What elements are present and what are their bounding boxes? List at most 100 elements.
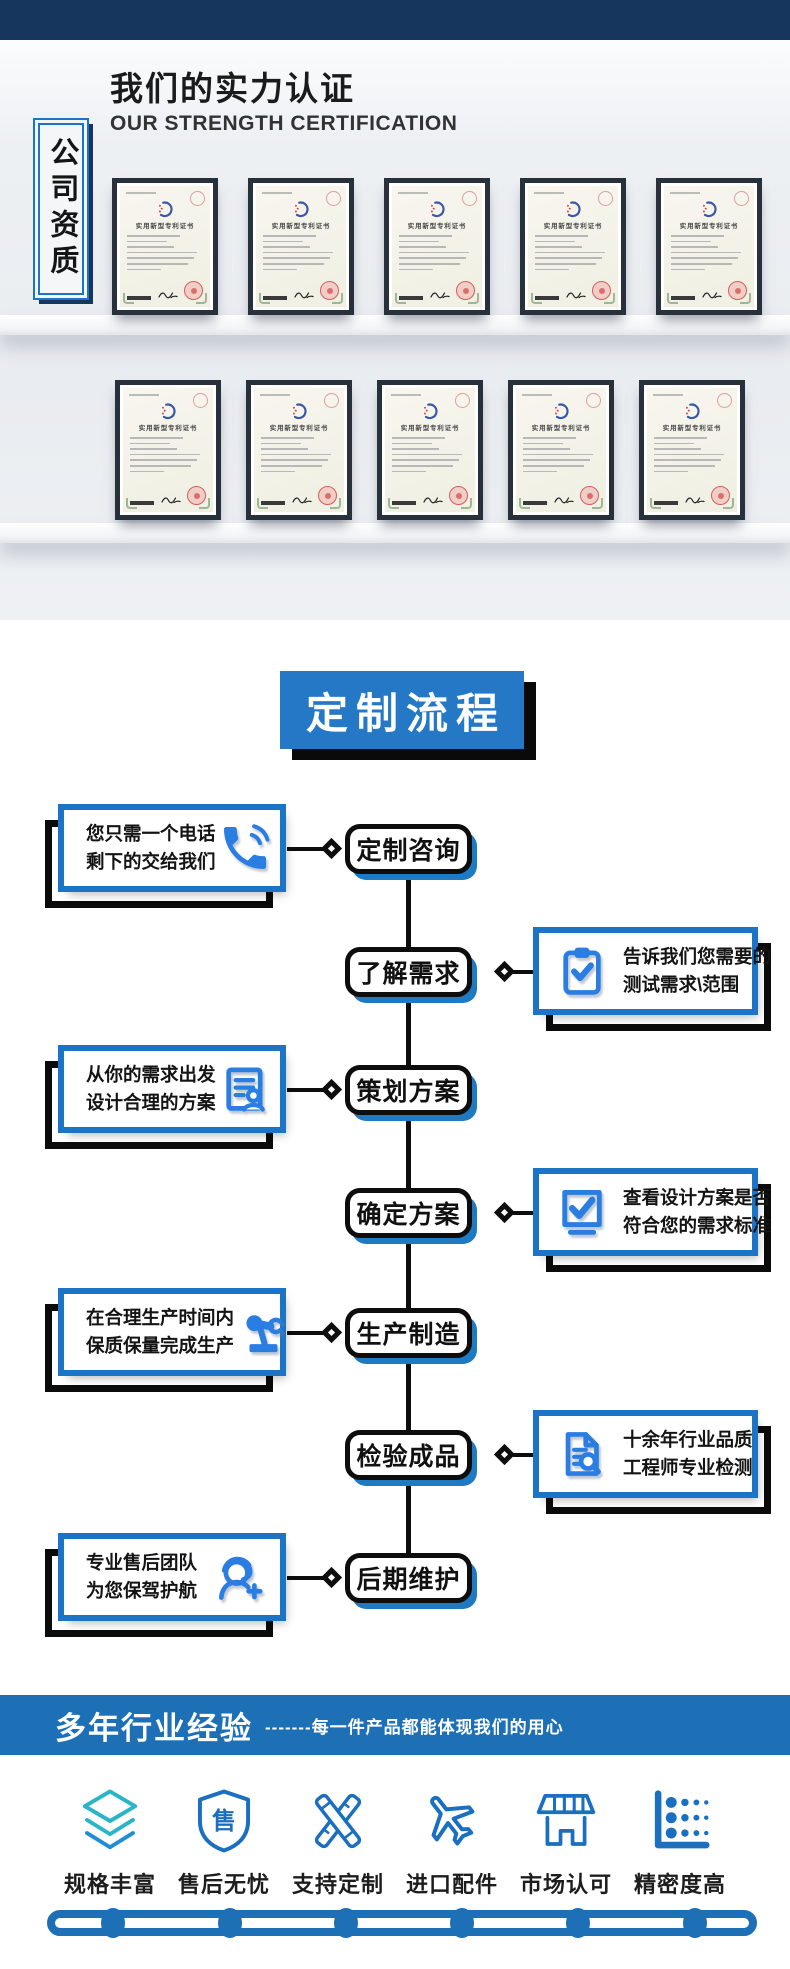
certificate-frame: 实用新型专利证书 xyxy=(246,380,352,520)
corner-ornament xyxy=(519,498,530,509)
flow-node-3: 策划方案 xyxy=(345,1065,472,1115)
step-info-box-7: 专业售后团队为您保驾护航 xyxy=(58,1533,286,1621)
corner-ornament xyxy=(740,293,751,304)
connector-diamond xyxy=(493,1201,516,1224)
certificate-text-lines xyxy=(399,235,475,271)
certificate-paper: 实用新型专利证书 xyxy=(256,186,346,307)
certificate-footer xyxy=(130,486,206,505)
corner-ornament xyxy=(667,293,678,304)
barcode xyxy=(392,501,416,505)
timeline-dot xyxy=(334,1908,358,1938)
corner-ornament xyxy=(395,293,406,304)
cert-shelf-row-1: 实用新型专利证书 xyxy=(112,178,762,315)
corner-ornament xyxy=(461,498,472,509)
cert-shelf-row-2: 实用新型专利证书 xyxy=(115,380,745,520)
robot-arm-icon xyxy=(234,1303,292,1361)
step-info-box-5: 在合理生产时间内保质保量完成生产 xyxy=(58,1288,286,1376)
certificate-stamp-icon xyxy=(193,393,208,408)
certificate-mat: 实用新型专利证书 xyxy=(251,385,347,515)
feature-label: 市场认可 xyxy=(519,1872,612,1897)
barcode xyxy=(130,501,154,505)
feature-label: 进口配件 xyxy=(405,1872,498,1897)
feature-precision: 精密度高 xyxy=(623,1786,737,1899)
corner-ornament xyxy=(592,498,603,509)
certificate-stamp-icon xyxy=(190,191,205,206)
certificate-paper: 实用新型专利证书 xyxy=(516,388,606,512)
signature xyxy=(157,292,178,299)
connector-diamond xyxy=(320,1078,343,1101)
certificate-text-lines xyxy=(127,235,203,271)
barcode xyxy=(523,501,547,505)
certificate-footer xyxy=(261,486,337,505)
barcode xyxy=(535,296,559,300)
corner-ornament xyxy=(468,293,479,304)
corner-ornament xyxy=(199,498,210,509)
certificate-text-lines xyxy=(263,235,339,271)
certificate-mat: 实用新型专利证书 xyxy=(661,183,757,310)
signature xyxy=(565,292,586,299)
certificate-footer xyxy=(392,486,468,505)
experience-title: 多年行业经验 xyxy=(55,1710,253,1746)
certificate-title: 实用新型专利证书 xyxy=(271,223,331,230)
step-info-box-6: 十余年行业品质工程师专业检测 xyxy=(533,1410,758,1498)
certificate-title: 实用新型专利证书 xyxy=(138,425,198,432)
certificate-paper: 实用新型专利证书 xyxy=(123,388,213,512)
barcode xyxy=(399,296,423,300)
certificate-footer xyxy=(399,281,475,300)
side-vertical-label: 公司资质 xyxy=(33,118,89,300)
certificate-title: 实用新型专利证书 xyxy=(135,223,195,230)
corner-ornament xyxy=(332,293,343,304)
certificate-stamp-icon xyxy=(326,191,341,206)
feature-aftersale: 售 售后无忧 xyxy=(167,1786,281,1899)
precision-dots-icon xyxy=(645,1786,715,1856)
certificate-code-line xyxy=(398,192,428,194)
certificate-footer xyxy=(523,486,599,505)
clipboard-check-icon xyxy=(553,942,611,1000)
certificate-code-line xyxy=(262,192,292,194)
feature-market: 市场认可 xyxy=(509,1786,623,1899)
certificate-text-lines xyxy=(261,437,337,473)
connector-diamond xyxy=(493,960,516,983)
certificate-frame: 实用新型专利证书 xyxy=(112,178,218,315)
connector-diamond xyxy=(320,837,343,860)
barcode xyxy=(263,296,287,300)
top-navy-bar xyxy=(0,0,790,40)
step-info-box-1: 您只需一个电话剩下的交给我们 xyxy=(58,804,286,892)
experience-subtitle: -------每一件产品都能体现我们的用心 xyxy=(265,1717,564,1737)
certificate-code-line xyxy=(260,394,290,396)
certificate-paper: 实用新型专利证书 xyxy=(664,186,754,307)
step-description: 您只需一个电话剩下的交给我们 xyxy=(86,823,216,872)
certificate-stamp-icon xyxy=(462,191,477,206)
corner-ornament xyxy=(650,498,661,509)
headset-icon xyxy=(210,1548,268,1606)
certificate-frame: 实用新型专利证书 xyxy=(248,178,354,315)
certificate-frame: 实用新型专利证书 xyxy=(520,178,626,315)
certificate-stamp-icon xyxy=(324,393,339,408)
feature-custom: 支持定制 xyxy=(281,1786,395,1899)
certificate-title: 实用新型专利证书 xyxy=(269,425,329,432)
connector-line xyxy=(287,1576,324,1580)
certificate-footer xyxy=(127,281,203,300)
signature xyxy=(422,497,443,504)
feature-label: 售后无忧 xyxy=(177,1872,270,1897)
certificate-text-lines xyxy=(671,235,747,271)
certificate-text-lines xyxy=(654,437,730,473)
section-title: 我们的实力认证 xyxy=(110,70,355,107)
certificate-mat: 实用新型专利证书 xyxy=(525,183,621,310)
connector-diamond xyxy=(320,1566,343,1589)
certificate-text-lines xyxy=(130,437,206,473)
certificate-stamp-icon xyxy=(734,191,749,206)
certificate-code-line xyxy=(391,394,421,396)
certificate-stamp-icon xyxy=(586,393,601,408)
flow-node-5: 生产制造 xyxy=(345,1308,472,1358)
shelf xyxy=(0,523,790,543)
shield-icon: 售 xyxy=(189,1786,259,1856)
certificate-mat: 实用新型专利证书 xyxy=(120,385,216,515)
section-subtitle: OUR STRENGTH CERTIFICATION xyxy=(110,112,458,135)
signature xyxy=(160,497,181,504)
patent-logo-icon xyxy=(566,201,581,218)
certificate-mat: 实用新型专利证书 xyxy=(389,183,485,310)
certificate-title: 实用新型专利证书 xyxy=(531,425,591,432)
step-description: 在合理生产时间内保质保量完成生产 xyxy=(86,1307,235,1356)
patent-logo-icon xyxy=(161,403,176,420)
